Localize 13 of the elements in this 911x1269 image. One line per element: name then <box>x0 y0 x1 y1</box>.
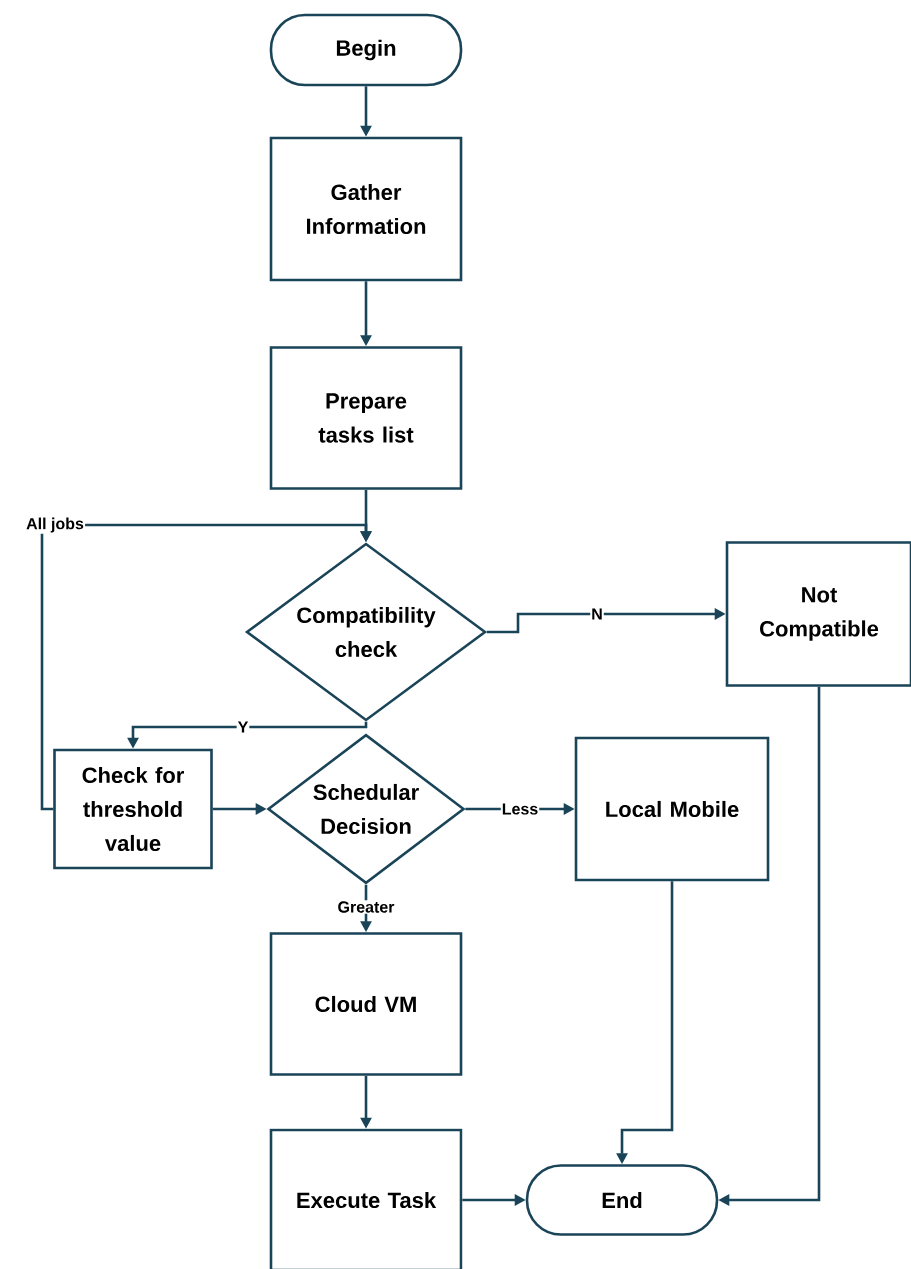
edge-label: Less <box>500 802 540 816</box>
process-box: Gather Information <box>269 136 463 282</box>
process-box: Check for threshold value <box>53 748 213 870</box>
text-label: All jobs <box>26 517 84 533</box>
edge-label: N <box>590 607 604 621</box>
connector-line <box>40 533 54 811</box>
process-box: Local Mobile <box>574 736 770 882</box>
process-box: Execute Task <box>269 1128 463 1269</box>
edge-label: Y <box>236 720 250 734</box>
process-box: Cloud VM <box>269 932 463 1076</box>
process-box: Prepare tasks list <box>269 346 463 490</box>
process-box: Not Compatible <box>725 541 911 687</box>
edge-label: Greater <box>336 900 396 914</box>
